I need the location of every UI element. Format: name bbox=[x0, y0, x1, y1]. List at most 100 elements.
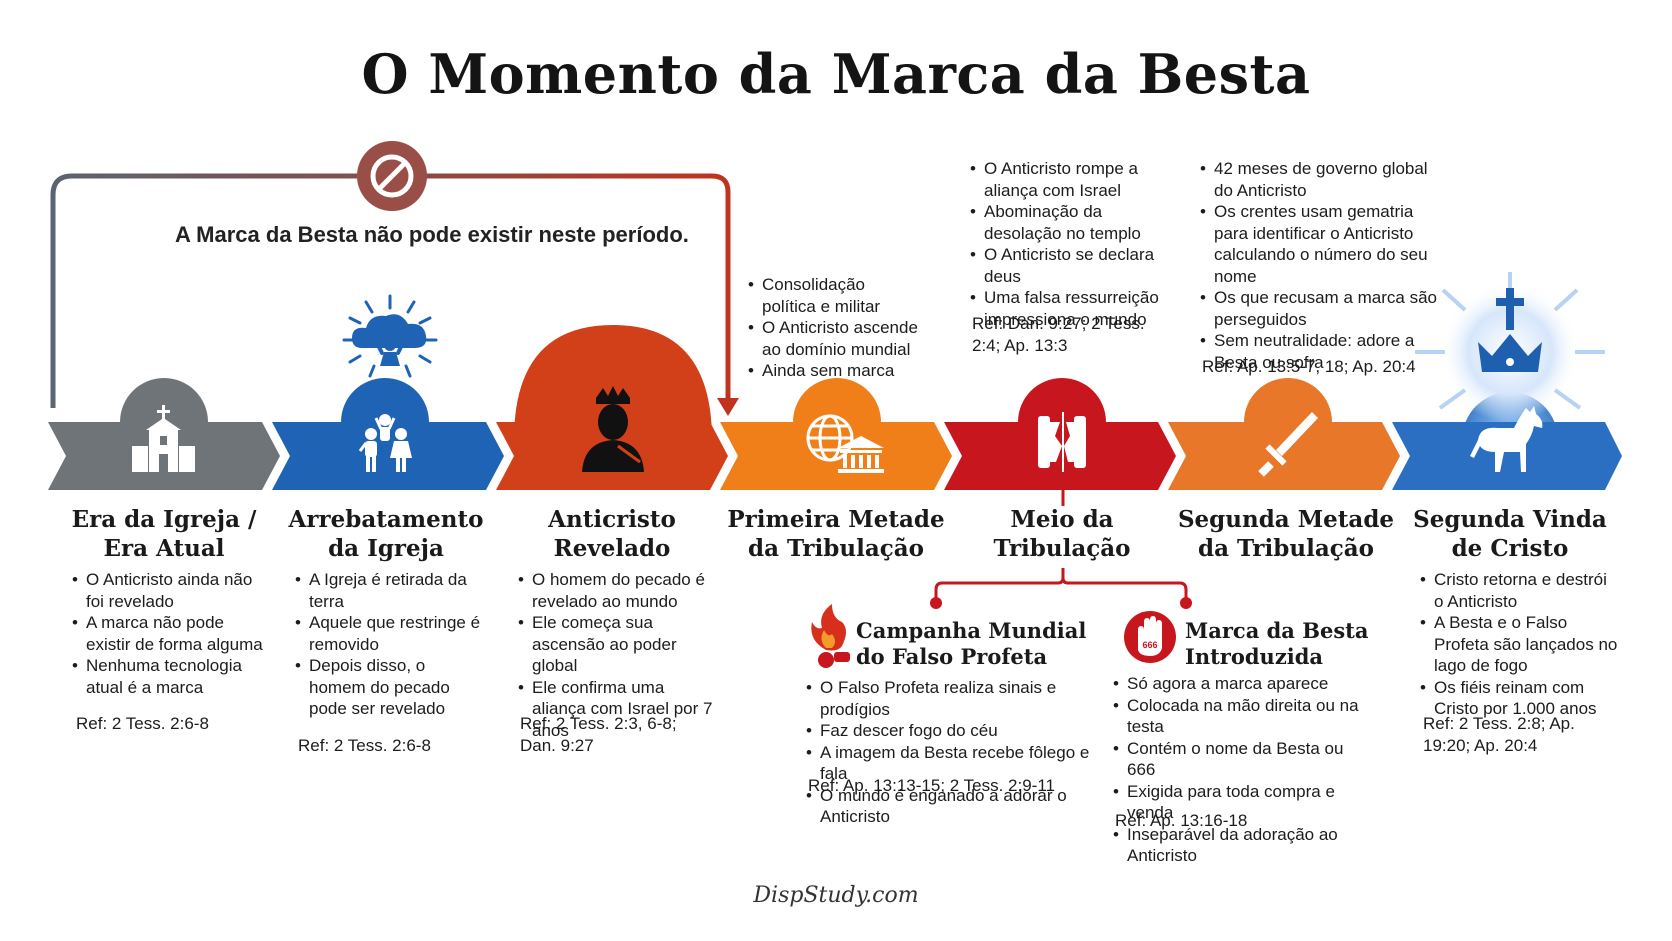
hand-666-icon: 666 bbox=[1124, 611, 1176, 663]
list-item: Aquele que restringe é removido bbox=[295, 612, 485, 655]
stage-title-line: Meio da bbox=[1010, 506, 1114, 533]
stage-title-line: Anticristo bbox=[548, 506, 676, 533]
list-item: Ele começa sua ascensão ao poder global bbox=[518, 612, 718, 677]
stage-title-line: da Tribulação bbox=[1198, 535, 1374, 562]
rapture-cloud-icon bbox=[342, 294, 438, 378]
white-horse-icon bbox=[1470, 406, 1543, 472]
connector-dot-right bbox=[1180, 597, 1192, 609]
stage-title-antichrist-revealed: Anticristo Revelado bbox=[498, 505, 726, 563]
list-item: Abominação da desolação no templo bbox=[970, 201, 1180, 244]
sub-event-title-line: do Falso Profeta bbox=[856, 644, 1048, 669]
stage-ref-second-coming: Ref: 2 Tess. 2:8; Ap. 19:20; Ap. 20:4 bbox=[1423, 714, 1575, 755]
globe-bank-icon bbox=[806, 414, 854, 462]
list-item: A Igreja é retirada da terra bbox=[295, 569, 485, 612]
prohibition-icon bbox=[357, 141, 427, 211]
stage-bullets-antichrist-revealed: O homem do pecado é revelado ao mundo El… bbox=[518, 569, 718, 741]
stage-ref-rapture: Ref: 2 Tess. 2:6-8 bbox=[298, 736, 431, 755]
stage-bullets-church-age: O Anticristo ainda não foi revelado A ma… bbox=[72, 569, 272, 698]
list-item: Faz descer fogo do céu bbox=[806, 720, 1106, 742]
sub-event-title-line: Campanha Mundial bbox=[856, 618, 1087, 643]
list-item: O Falso Profeta realiza sinais e prodígi… bbox=[806, 677, 1106, 720]
stage-title-line: Tribulação bbox=[993, 535, 1131, 562]
list-item: Depois disso, o homem do pecado pode ser… bbox=[295, 655, 485, 720]
bracket-arrowhead bbox=[717, 398, 739, 416]
no-mark-note: A Marca da Besta não pode existir neste … bbox=[175, 222, 689, 247]
dome-5 bbox=[1018, 378, 1106, 422]
torn-scroll-icon bbox=[1038, 412, 1086, 472]
list-item: Sem neutralidade: adore a Besta ou sofra bbox=[1200, 330, 1450, 373]
stage-ref-church-age: Ref: 2 Tess. 2:6-8 bbox=[76, 714, 209, 733]
list-item: Cristo retorna e destrói o Anticristo bbox=[1420, 569, 1620, 612]
stage-title-second-half: Segunda Metade da Tribulação bbox=[1172, 505, 1400, 563]
radiant-crown-icon bbox=[1415, 272, 1605, 422]
sub-event-ref-mark-introduced: Ref: Ap. 13:16-18 bbox=[1115, 811, 1248, 830]
stage-title-line: Segunda Metade bbox=[1177, 506, 1395, 533]
stage-bullets-mid-tribulation: O Anticristo rompe a aliança com Israel … bbox=[970, 158, 1180, 330]
chevron-2 bbox=[272, 422, 504, 490]
stage-ref-antichrist-revealed: Ref: 2 Tess. 2:3, 6-8; Dan. 9:27 bbox=[520, 714, 677, 755]
list-item: 42 meses de governo global do Anticristo bbox=[1200, 158, 1450, 201]
stage-ref-mid-tribulation: Ref: Dan. 9:27; 2 Tess. 2:4; Ap. 13:3 bbox=[972, 314, 1145, 355]
sword-icon bbox=[1258, 412, 1318, 477]
page-title: O Momento da Marca da Besta bbox=[361, 42, 1311, 106]
list-item: Uma falsa ressurreição impressiona o mun… bbox=[970, 287, 1180, 330]
sub-event-title-line: Marca da Besta bbox=[1185, 618, 1369, 643]
list-item: Só agora a marca aparece bbox=[1113, 673, 1373, 695]
list-item: O Anticristo rompe a aliança com Israel bbox=[970, 158, 1180, 201]
dome-6 bbox=[1244, 378, 1332, 422]
sub-event-title-false-prophet: Campanha Mundial do Falso Profeta bbox=[856, 618, 1086, 670]
dome-1 bbox=[120, 378, 208, 422]
sub-event-ref-false-prophet: Ref: Ap. 13:13-15; 2 Tess. 2:9-11 bbox=[808, 776, 1055, 795]
stage-title-second-coming: Segunda Vinda de Cristo bbox=[1396, 505, 1624, 563]
sub-event-bullets-mark-introduced: Só agora a marca aparece Colocada na mão… bbox=[1113, 673, 1373, 867]
stage-title-line: Revelado bbox=[553, 535, 671, 562]
stage-bullets-rapture: A Igreja é retirada da terra Aquele que … bbox=[295, 569, 485, 720]
list-item: Ainda sem marca bbox=[748, 360, 918, 382]
stage-bullets-first-half: Consolidação política e militar O Anticr… bbox=[748, 274, 918, 382]
list-item: Ele confirma uma aliança com Israel por … bbox=[518, 677, 718, 742]
list-item: Os que recusam a marca são perseguidos bbox=[1200, 287, 1450, 330]
stage-title-line: Primeira Metade bbox=[727, 506, 945, 533]
sub-event-connector bbox=[934, 490, 1188, 600]
crowned-man-icon bbox=[582, 386, 644, 472]
raised-family-icon bbox=[358, 414, 412, 472]
list-item: O Anticristo ainda não foi revelado bbox=[72, 569, 272, 612]
footer-source: DispStudy.com bbox=[753, 883, 919, 908]
stage-title-line: da Igreja bbox=[328, 535, 444, 562]
list-item: O mundo é enganado a adorar o Anticristo bbox=[806, 785, 1106, 828]
list-item: O Anticristo ascende ao domínio mundial bbox=[748, 317, 918, 360]
stage-title-line: da Tribulação bbox=[748, 535, 924, 562]
list-item: Contém o nome da Besta ou 666 bbox=[1113, 738, 1373, 781]
chevron-5 bbox=[944, 422, 1176, 490]
dome-4 bbox=[793, 378, 881, 422]
chevron-7 bbox=[1392, 422, 1622, 490]
stage-title-line: Era Atual bbox=[103, 535, 225, 562]
stage-title-rapture: Arrebatamento da Igreja bbox=[272, 505, 500, 563]
list-item: O Anticristo se declara deus bbox=[970, 244, 1180, 287]
dome-2 bbox=[341, 378, 429, 422]
stage-bullets-second-coming: Cristo retorna e destrói o Anticristo A … bbox=[1420, 569, 1620, 720]
sub-event-title-line: Introduzida bbox=[1185, 644, 1324, 669]
list-item: O homem do pecado é revelado ao mundo bbox=[518, 569, 718, 612]
stage-title-line: Era da Igreja / bbox=[71, 506, 257, 533]
stage-ref-second-half: Ref: Ap. 13:5-7, 18; Ap. 20:4 bbox=[1202, 357, 1416, 376]
list-item: Consolidação política e militar bbox=[748, 274, 918, 317]
stage-title-mid-tribulation: Meio da Tribulação bbox=[948, 505, 1176, 563]
list-item: A Besta e o Falso Profeta são lançados n… bbox=[1420, 612, 1620, 677]
list-item: Colocada na mão direita ou na testa bbox=[1113, 695, 1373, 738]
stage-title-line: de Cristo bbox=[1451, 535, 1569, 562]
list-item: A marca não pode existir de forma alguma bbox=[72, 612, 272, 655]
fire-icon bbox=[811, 604, 850, 668]
sub-event-bullets-false-prophet: O Falso Profeta realiza sinais e prodígi… bbox=[806, 677, 1106, 828]
list-item: Inseparável da adoração ao Anticristo bbox=[1113, 824, 1373, 867]
list-item: Os crentes usam gematria para identifica… bbox=[1200, 201, 1450, 287]
stage-title-first-half: Primeira Metade da Tribulação bbox=[722, 505, 950, 563]
dome-3 bbox=[514, 325, 712, 440]
bank-icon bbox=[838, 436, 884, 473]
list-item: Nenhuma tecnologia atual é a marca bbox=[72, 655, 272, 698]
stage-title-church-age: Era da Igreja / Era Atual bbox=[50, 505, 278, 563]
list-item: A imagem da Besta recebe fôlego e fala bbox=[806, 742, 1106, 785]
sub-event-title-mark-introduced: Marca da Besta Introduzida bbox=[1185, 618, 1368, 670]
list-item: Os fiéis reinam com Cristo por 1.000 ano… bbox=[1420, 677, 1620, 720]
